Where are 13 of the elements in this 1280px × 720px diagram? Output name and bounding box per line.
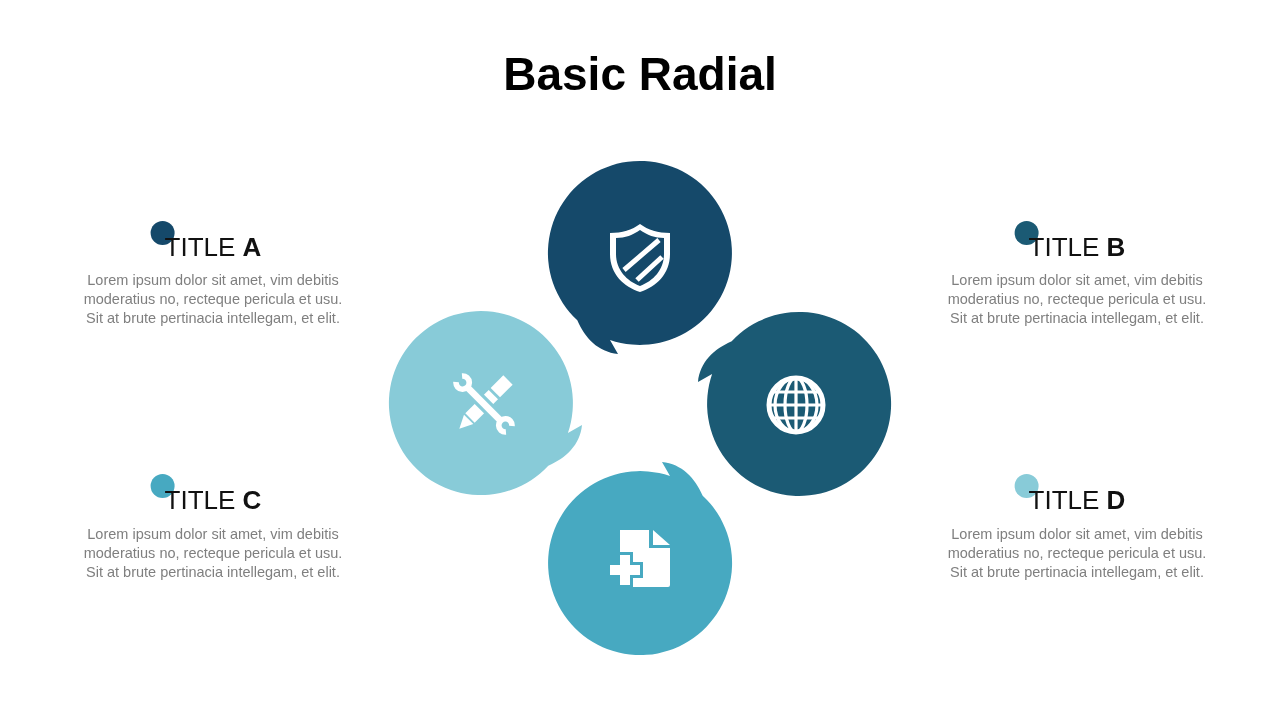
- description-text: Lorem ipsum dolor sit amet, vim debitis moderatius no, recteque pericula et usu. Sit at brute pertinacia intellegam, et elit.: [946, 271, 1208, 328]
- description-text: Lorem ipsum dolor sit amet, vim debitis moderatius no, recteque pericula et usu. Sit at brute pertinacia intellegam, et elit.: [946, 525, 1208, 582]
- diagram-title: Basic Radial: [503, 47, 777, 102]
- speech-bubble: [547, 160, 732, 354]
- section-heading: TITLE B: [1028, 232, 1126, 262]
- speech-bubble: [548, 462, 733, 656]
- description-text: Lorem ipsum dolor sit amet, vim debitis moderatius no, recteque pericula et usu. Sit at brute pertinacia intellegam, et elit.: [82, 271, 344, 328]
- speech-bubble: [698, 311, 892, 496]
- section-heading: TITLE A: [164, 232, 262, 262]
- section-heading: TITLE D: [1028, 485, 1126, 515]
- speech-bubble: [388, 311, 582, 496]
- description-text: Lorem ipsum dolor sit amet, vim debitis moderatius no, recteque pericula et usu. Sit at brute pertinacia intellegam, et elit.: [82, 525, 344, 582]
- section-heading: TITLE C: [164, 485, 262, 515]
